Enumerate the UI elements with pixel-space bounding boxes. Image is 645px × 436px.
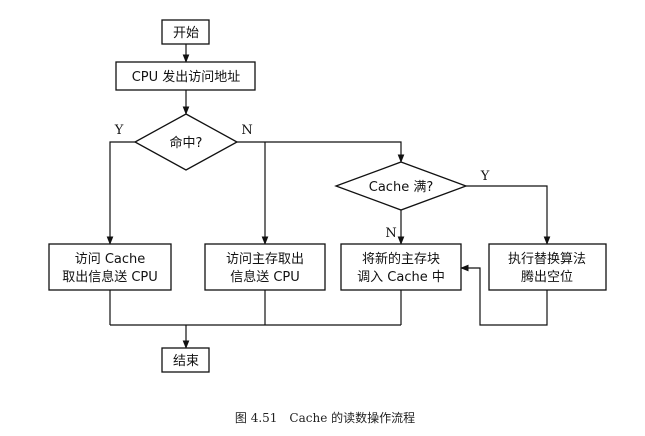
access-main-line1: 访问主存取出 [226,252,304,267]
replace-line2: 腾出空位 [521,269,573,285]
access-cache-line1: 访问 Cache [75,252,146,267]
start-box [161,19,210,45]
edge-hit-yes [106,141,135,245]
start-label: 开始 [173,26,199,41]
end-label: 结束 [173,354,199,369]
access-main-line2: 信息送 CPU [230,269,300,285]
replace-box [488,243,607,291]
end-box [161,347,210,373]
cache-full-label: Cache 满? [369,180,433,195]
load-block-box [340,243,462,291]
cache-full-diamond [334,161,468,211]
access-cache-box [48,243,172,291]
load-block-line2: 调入 Cache 中 [357,270,445,285]
edge-full-yes [466,185,551,245]
edge-hit-no [237,141,405,163]
full-no-label: N [385,226,396,241]
full-yes-label: Y [480,169,490,184]
cpu-request-label: CPU 发出访问地址 [132,69,241,85]
hit-decision-label: 命中? [170,135,203,151]
hit-no-label: N [241,123,252,138]
load-block-line1: 将新的主存块 [362,251,440,267]
edge-replace-return [460,264,548,326]
hit-decision-diamond [133,113,239,171]
access-main-box [204,243,326,291]
figure-caption: 图 4.51 Cache 的读数操作流程 [235,410,415,425]
access-cache-line2: 取出信息送 CPU [62,269,158,285]
replace-line1: 执行替换算法 [508,252,586,267]
hit-yes-label: Y [114,123,124,138]
cpu-request-box [115,61,256,91]
